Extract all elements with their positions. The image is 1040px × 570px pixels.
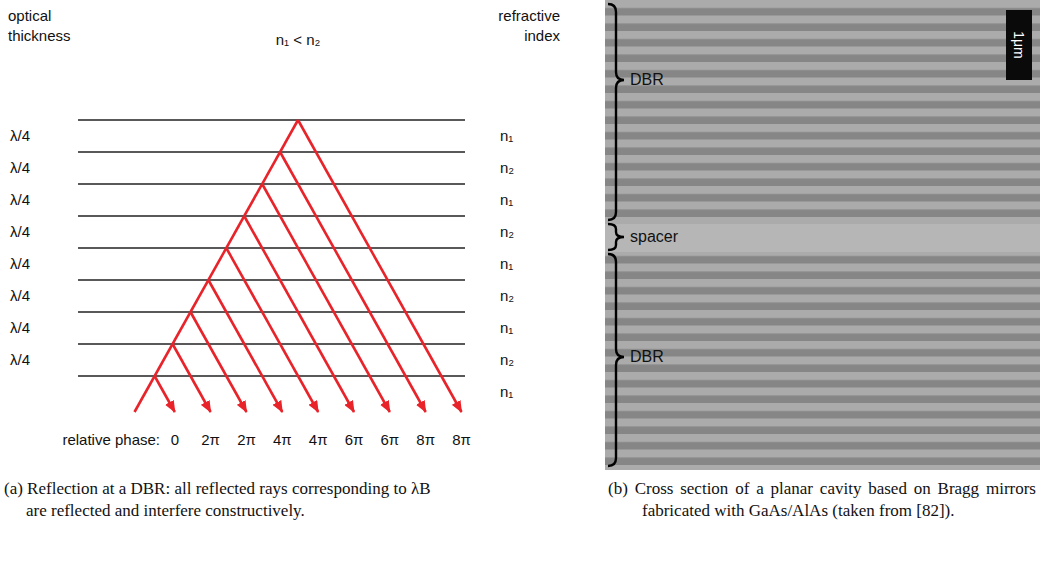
axis-heading: refractive index <box>476 6 560 46</box>
layer-thickness: λ/4 <box>10 126 30 146</box>
refractive-index: n₁ <box>500 254 513 274</box>
spacer-layer <box>605 224 1040 252</box>
brace <box>608 254 624 466</box>
layer-thickness: λ/4 <box>10 158 30 178</box>
interface-line <box>78 151 465 152</box>
scale-bar <box>1006 10 1032 80</box>
brace <box>608 224 624 250</box>
phase-value: 2π <box>237 430 256 450</box>
phase-value: 2π <box>201 430 220 450</box>
layer-thickness: λ/4 <box>10 350 30 370</box>
light-rays <box>135 120 462 412</box>
phase-value: 4π <box>273 430 292 450</box>
brace <box>608 4 624 220</box>
refractive-index: n₁ <box>500 382 513 402</box>
caption: (a) Reflection at a DBR: all reflected r… <box>4 478 444 522</box>
refractive-index: n₁ <box>500 190 513 210</box>
interface-line <box>78 215 465 216</box>
refractive-index: n₂ <box>500 222 514 242</box>
reflected-ray <box>226 248 318 412</box>
reflected-ray <box>280 152 426 412</box>
phase-heading: relative phase: <box>62 430 160 450</box>
reflected-ray <box>298 120 462 412</box>
interface-line <box>78 279 465 280</box>
dbr-stripes <box>605 0 1040 224</box>
refractive-index: n₁ <box>500 318 513 338</box>
phase-value: 8π <box>416 430 435 450</box>
interface-line <box>78 119 465 120</box>
index-relation: n₁ < n₂ <box>276 30 321 50</box>
axis-heading: optical thickness <box>8 6 88 46</box>
region-label: DBR <box>630 70 664 90</box>
phase-value: 8π <box>452 430 471 450</box>
layer-interfaces <box>78 120 465 376</box>
reflected-ray <box>244 216 354 412</box>
refractive-index: n₂ <box>500 350 514 370</box>
reflected-ray <box>155 376 175 412</box>
sem-image <box>605 0 1040 470</box>
dbr-stripes <box>605 252 1040 470</box>
phase-value: 0 <box>171 430 179 450</box>
phase-value: 4π <box>309 430 328 450</box>
caption: (b) Cross section of a planar cavity bas… <box>608 478 1036 522</box>
phase-value: 6π <box>380 430 399 450</box>
reflected-ray <box>173 344 211 412</box>
region-label: DBR <box>630 347 664 367</box>
layer-thickness: λ/4 <box>10 286 30 306</box>
refractive-index: n₁ <box>500 126 513 146</box>
interface-line <box>78 343 465 344</box>
layer-thickness: λ/4 <box>10 254 30 274</box>
layer-thickness: λ/4 <box>10 318 30 338</box>
reflected-ray <box>191 312 247 412</box>
layer-thickness: λ/4 <box>10 190 30 210</box>
refractive-index: n₂ <box>500 286 514 306</box>
interface-line <box>78 247 465 248</box>
region-label: spacer <box>630 227 678 247</box>
layer-thickness: λ/4 <box>10 222 30 242</box>
reflected-ray <box>262 184 390 412</box>
scale-bar-label: 1μm <box>1011 31 1027 59</box>
phase-value: 6π <box>345 430 364 450</box>
braces <box>608 4 624 466</box>
interface-line <box>78 183 465 184</box>
reflected-ray <box>208 280 282 412</box>
refractive-index: n₂ <box>500 158 514 178</box>
image-ground <box>605 0 1040 470</box>
